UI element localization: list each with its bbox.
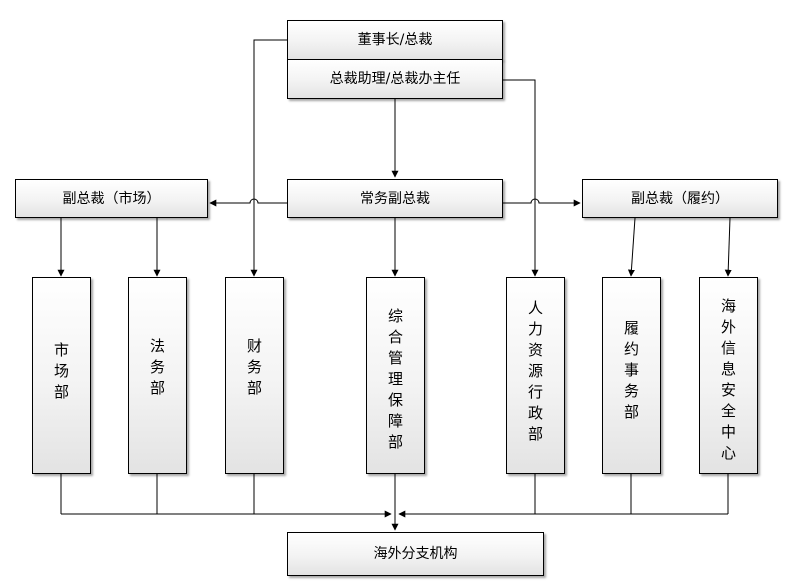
exec-vp-box: 常务副总裁 <box>287 179 503 218</box>
line-vpperform-to-perform <box>627 217 636 277</box>
dept-admin-box: 综合管理保障部 <box>366 277 425 474</box>
assistant-label: 总裁助理/总裁办主任 <box>329 71 461 87</box>
line-execvp-to-vpmarket <box>209 198 287 207</box>
chairman-label: 董事长/总裁 <box>357 32 433 48</box>
assistant-box: 总裁助理/总裁办主任 <box>287 59 503 99</box>
dept-legal-box: 法务部 <box>128 277 187 474</box>
dept-security-box: 海外信息安全中心 <box>699 277 758 474</box>
dept-perform-label: 履约事务部 <box>623 319 639 421</box>
overseas-box: 海外分支机构 <box>287 532 544 576</box>
exec-vp-label: 常务副总裁 <box>360 190 430 207</box>
dept-security-label: 海外信息安全中心 <box>720 297 736 462</box>
vp-perform-label: 副总裁（履约） <box>631 190 729 207</box>
vp-perform-box: 副总裁（履约） <box>582 179 778 218</box>
line-ceo-to-finance <box>250 39 287 277</box>
vp-market-box: 副总裁（市场） <box>15 179 208 218</box>
dept-perform-box: 履约事务部 <box>602 277 661 474</box>
line-execvp-to-vpperform <box>503 198 581 207</box>
chairman-box: 董事长/总裁 <box>287 20 503 60</box>
dept-finance-box: 财务部 <box>225 277 284 474</box>
dept-legal-label: 法务部 <box>149 337 165 397</box>
dept-market-box: 市场部 <box>32 277 91 474</box>
vp-market-label: 副总裁（市场） <box>62 190 161 207</box>
dept-finance-label: 财务部 <box>246 337 262 397</box>
overseas-label: 海外分支机构 <box>373 546 458 562</box>
line-vpperform-to-security <box>724 217 732 277</box>
dept-market-label: 市场部 <box>53 341 69 401</box>
dept-hr-label: 人力资源行政部 <box>527 299 543 443</box>
dept-admin-label: 综合管理保障部 <box>387 307 403 451</box>
line-assistant-to-hr <box>503 79 539 277</box>
dept-hr-box: 人力资源行政部 <box>506 277 565 474</box>
